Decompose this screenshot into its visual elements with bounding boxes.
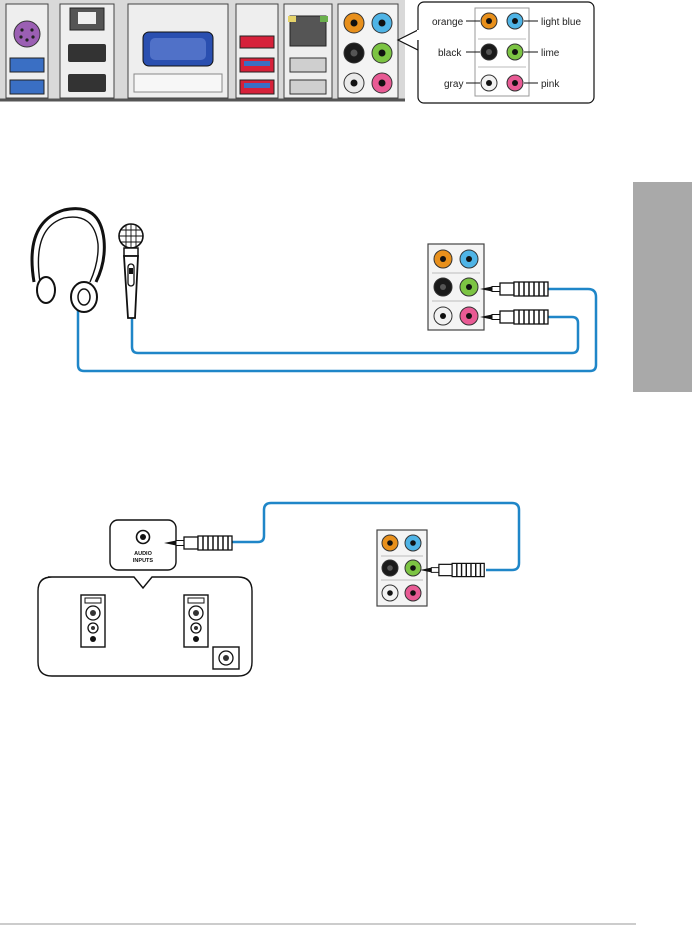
rear-io-panel: [0, 0, 405, 100]
usb3-stack: [236, 4, 278, 98]
motherboard-plug-icon: [420, 563, 484, 576]
ps2-usb-stack: [6, 4, 48, 98]
legend-pink-label: pink: [541, 79, 560, 90]
legend-gray-label: gray: [444, 79, 463, 90]
optical-hdmi-stack: [60, 4, 114, 98]
audio-jack-panel-headphone: [428, 244, 484, 330]
speaker-callout: [38, 570, 252, 676]
audio-inputs-label-line1: AUDIO: [134, 551, 152, 557]
headphone-mic-diagram: [32, 209, 596, 371]
chapter-side-tab: [633, 182, 692, 392]
subwoofer-icon: [213, 647, 239, 669]
right-speaker-icon: [184, 595, 208, 647]
mic-plug-icon: [480, 310, 548, 324]
legend-light-blue-label: light blue: [541, 17, 581, 28]
legend-orange-label: orange: [432, 17, 464, 28]
audio-inputs-label-line2: INPUTS: [133, 558, 154, 564]
lan-usb-stack: [284, 4, 332, 98]
audio-jack-panel-speaker: [377, 530, 427, 606]
legend-black-label: black: [438, 48, 462, 59]
audio-jack-panel: [338, 4, 398, 98]
headphone-cable: [78, 289, 596, 371]
jack-color-legend: orange black gray light blue lime pink: [398, 2, 594, 103]
vga-dvi-stack: [128, 4, 228, 98]
speaker-cable: [232, 503, 519, 570]
legend-lime-label: lime: [541, 48, 560, 59]
left-speaker-icon: [81, 595, 105, 647]
microphone-icon: [119, 224, 143, 318]
speaker-diagram: AUDIO INPUTS: [38, 503, 519, 676]
headphones-icon: [32, 209, 104, 312]
headphone-plug-icon: [480, 282, 548, 296]
audio-inputs-box: AUDIO INPUTS: [110, 520, 176, 570]
